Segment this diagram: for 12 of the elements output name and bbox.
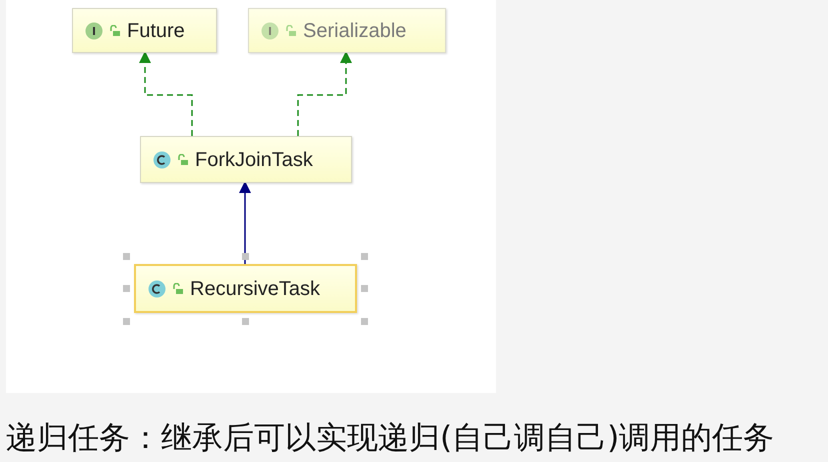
arrow [139,51,193,136]
arrow [239,181,251,264]
class-box [134,264,357,313]
class-box [248,8,446,53]
class-box [140,136,352,183]
class-box [72,8,217,53]
caption: 递归任务：继承后可以实现递归(自己调自己)调用的任务 [6,419,774,458]
class-name: Future [127,18,185,44]
class-name: ForkJoinTask [195,148,313,172]
class-name: RecursiveTask [190,276,320,302]
class-name: Serializable [303,18,406,44]
arrow [297,51,352,136]
